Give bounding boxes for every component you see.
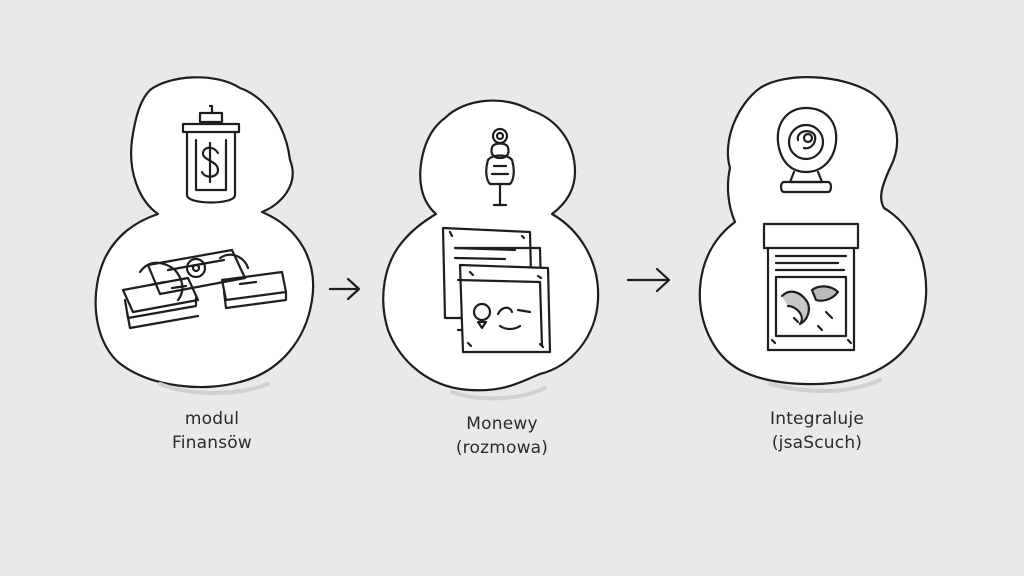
microphone-person-icon (485, 127, 515, 207)
dollar-bag-icon (181, 104, 241, 204)
arrow-2 (626, 267, 671, 293)
report-document-icon (762, 222, 860, 352)
step-1-label-line1: modul (184, 409, 240, 429)
step-3-cloud (698, 76, 928, 394)
step-2-label-line2: (rozmowa) (455, 438, 549, 458)
step-1-label-line2: Finansöw (172, 433, 252, 453)
webcam-icon (776, 106, 838, 194)
step-2-label: Monewy (rozmowa) (392, 412, 612, 460)
cash-stack-icon (121, 248, 288, 330)
step-3-label-line2: (jsaScuch) (771, 433, 863, 453)
step-3-label-line1: Integraluje (770, 409, 864, 429)
document-stack-icon (441, 226, 552, 354)
step-3-label: Integraluje (jsaScuch) (707, 407, 927, 455)
step-2-label-line1: Monewy (466, 414, 538, 434)
step-1-label: modul Finansöw (102, 407, 322, 455)
arrow-1 (328, 277, 361, 301)
